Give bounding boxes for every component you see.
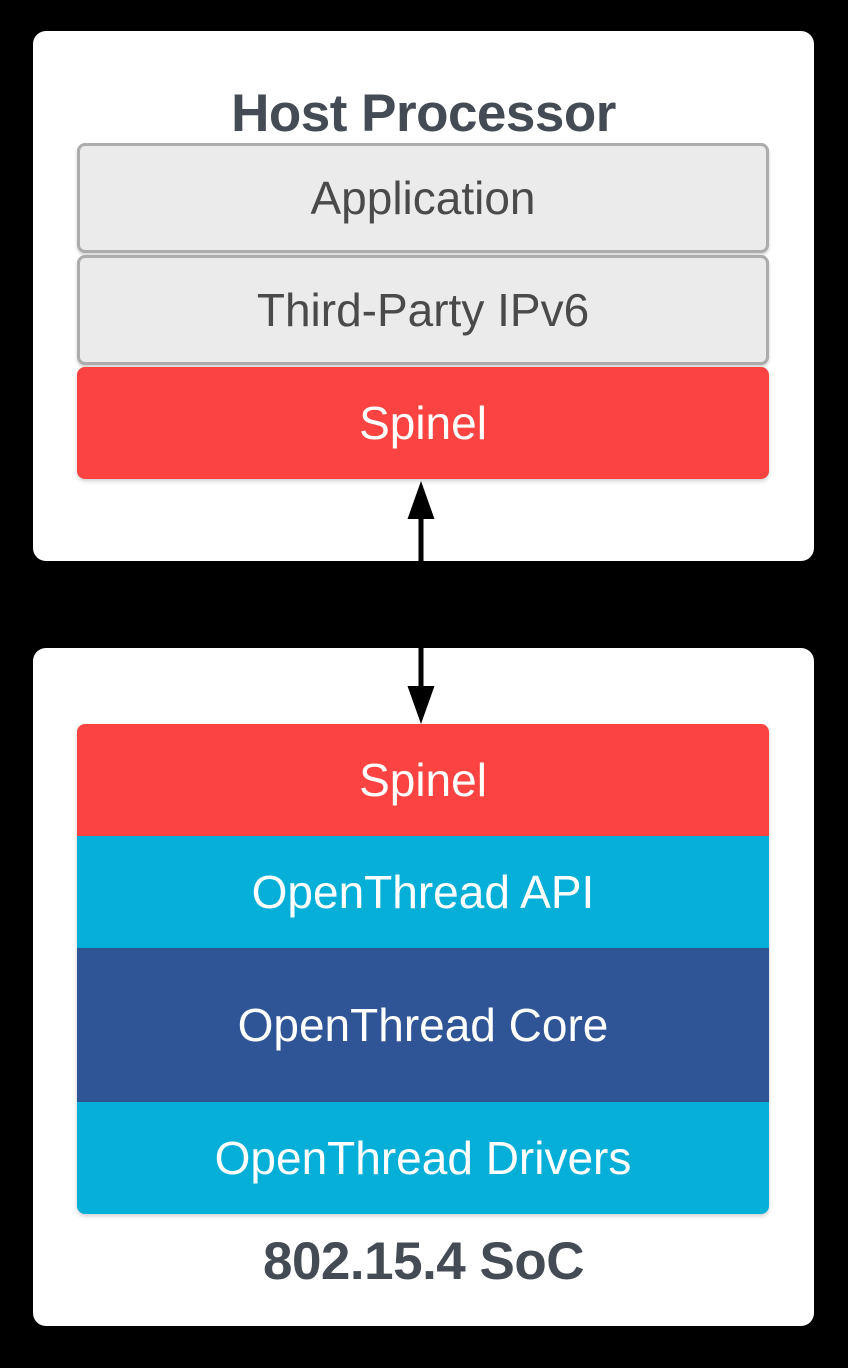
soc-layer-stack: Spinel OpenThread API OpenThread Core Op… xyxy=(77,724,769,1214)
layer-openthread-core-label: OpenThread Core xyxy=(237,999,609,1051)
layer-application[interactable]: Application xyxy=(77,143,769,253)
layer-host-spinel[interactable]: Spinel xyxy=(77,367,769,479)
layer-openthread-drivers-label: OpenThread Drivers xyxy=(214,1132,632,1184)
layer-soc-spinel[interactable]: Spinel xyxy=(77,724,769,836)
layer-application-label: Application xyxy=(310,172,536,224)
layer-openthread-api-label: OpenThread API xyxy=(251,866,595,918)
layer-openthread-api[interactable]: OpenThread API xyxy=(77,836,769,948)
layer-soc-spinel-label: Spinel xyxy=(359,754,487,806)
layer-third-party-ipv6[interactable]: Third-Party IPv6 xyxy=(77,255,769,365)
layer-openthread-drivers[interactable]: OpenThread Drivers xyxy=(77,1102,769,1214)
panel-host-processor: Host Processor Application Third-Party I… xyxy=(33,31,814,561)
layer-host-spinel-label: Spinel xyxy=(359,397,487,449)
soc-title: 802.15.4 SoC xyxy=(262,1232,585,1291)
layer-openthread-core[interactable]: OpenThread Core xyxy=(77,948,769,1102)
host-layer-stack: Application Third-Party IPv6 Spinel xyxy=(77,143,769,479)
layer-third-party-ipv6-label: Third-Party IPv6 xyxy=(256,284,590,336)
panel-802-15-4-soc: Spinel OpenThread API OpenThread Core Op… xyxy=(33,648,814,1326)
host-processor-title: Host Processor xyxy=(231,84,616,143)
